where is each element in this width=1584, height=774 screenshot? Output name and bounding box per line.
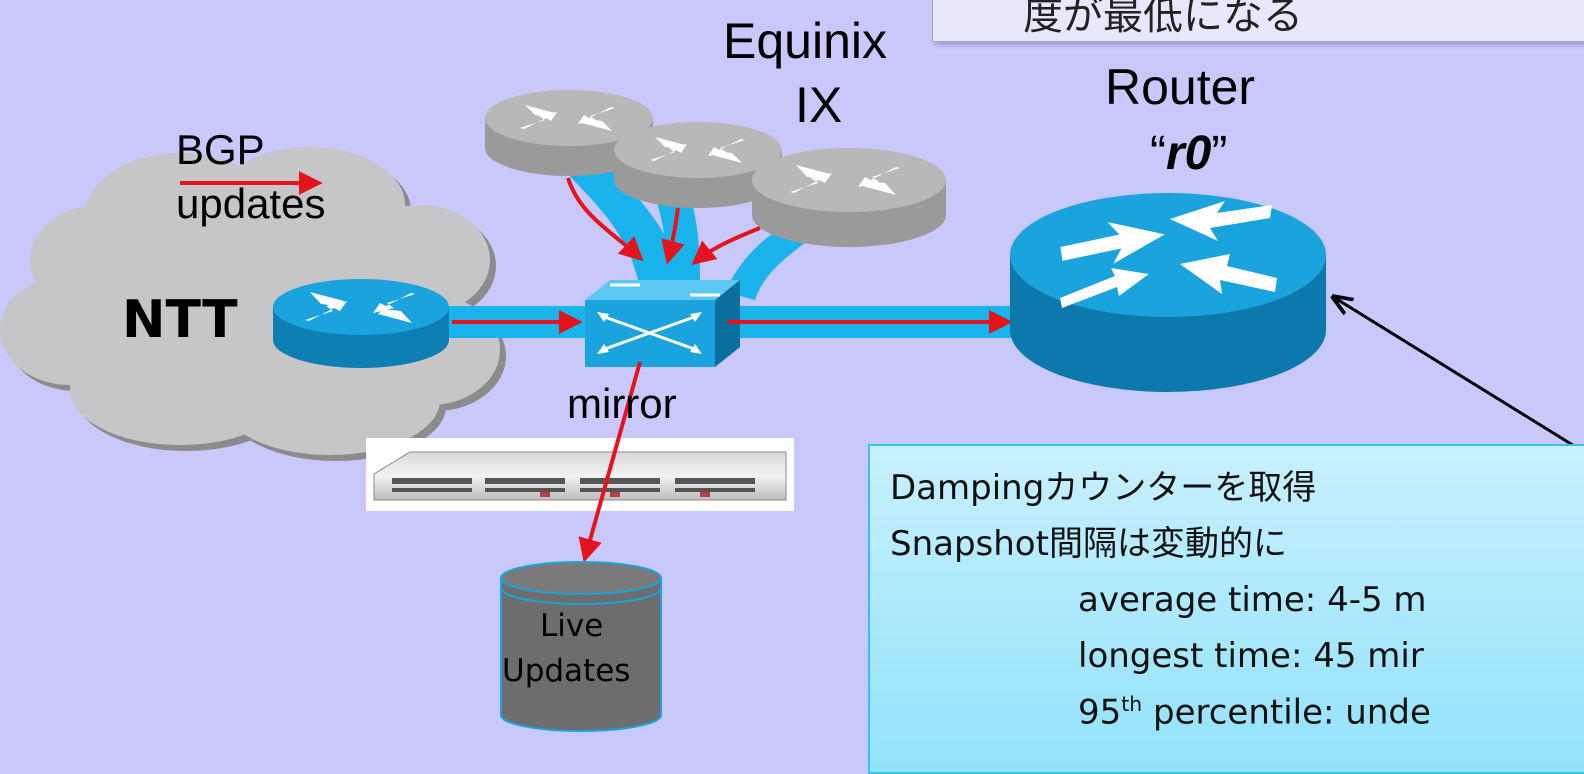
ntt-router-icon	[273, 279, 449, 368]
ix-router-3-icon	[752, 148, 946, 247]
mirror-switch-icon	[585, 280, 740, 367]
ix-router-1-icon	[485, 90, 653, 176]
live-label: Live	[540, 608, 604, 644]
info-line-3: average time: 4-5 m	[1078, 580, 1427, 620]
network-diagram	[0, 90, 1584, 732]
info-line-4: longest time: 45 mir	[1078, 636, 1424, 676]
server-icon	[366, 438, 794, 511]
ix-router-2-icon	[614, 122, 782, 208]
pointer-arrow	[1335, 298, 1584, 454]
mirror-label: mirror	[567, 380, 677, 427]
ix-label: IX	[795, 77, 843, 133]
info-line-5: 95th percentile: unde	[1078, 692, 1431, 733]
router-name-label: “r0”	[1150, 127, 1228, 180]
ntt-label: NTT	[122, 290, 238, 350]
info-line-2: Snapshot間隔は変動的に	[890, 524, 1287, 564]
title-text: 度が最低になる	[1023, 0, 1303, 39]
mirror-to-db-arrow	[578, 361, 642, 563]
router-label: Router	[1105, 59, 1256, 115]
ix-update-arrows	[566, 177, 761, 266]
live-updates-database-icon	[500, 561, 662, 732]
router-r0-icon	[1010, 193, 1326, 392]
live-updates-label: Updates	[502, 653, 631, 689]
info-line-1: Dampingカウンターを取得	[890, 468, 1317, 508]
equinix-label: Equinix	[723, 13, 887, 69]
title-box: 度が最低になる	[932, 0, 1584, 42]
updates-label: updates	[176, 180, 326, 227]
bgp-label: BGP	[176, 126, 265, 173]
info-box: Dampingカウンターを取得 Snapshot間隔は変動的に average …	[868, 444, 1584, 774]
